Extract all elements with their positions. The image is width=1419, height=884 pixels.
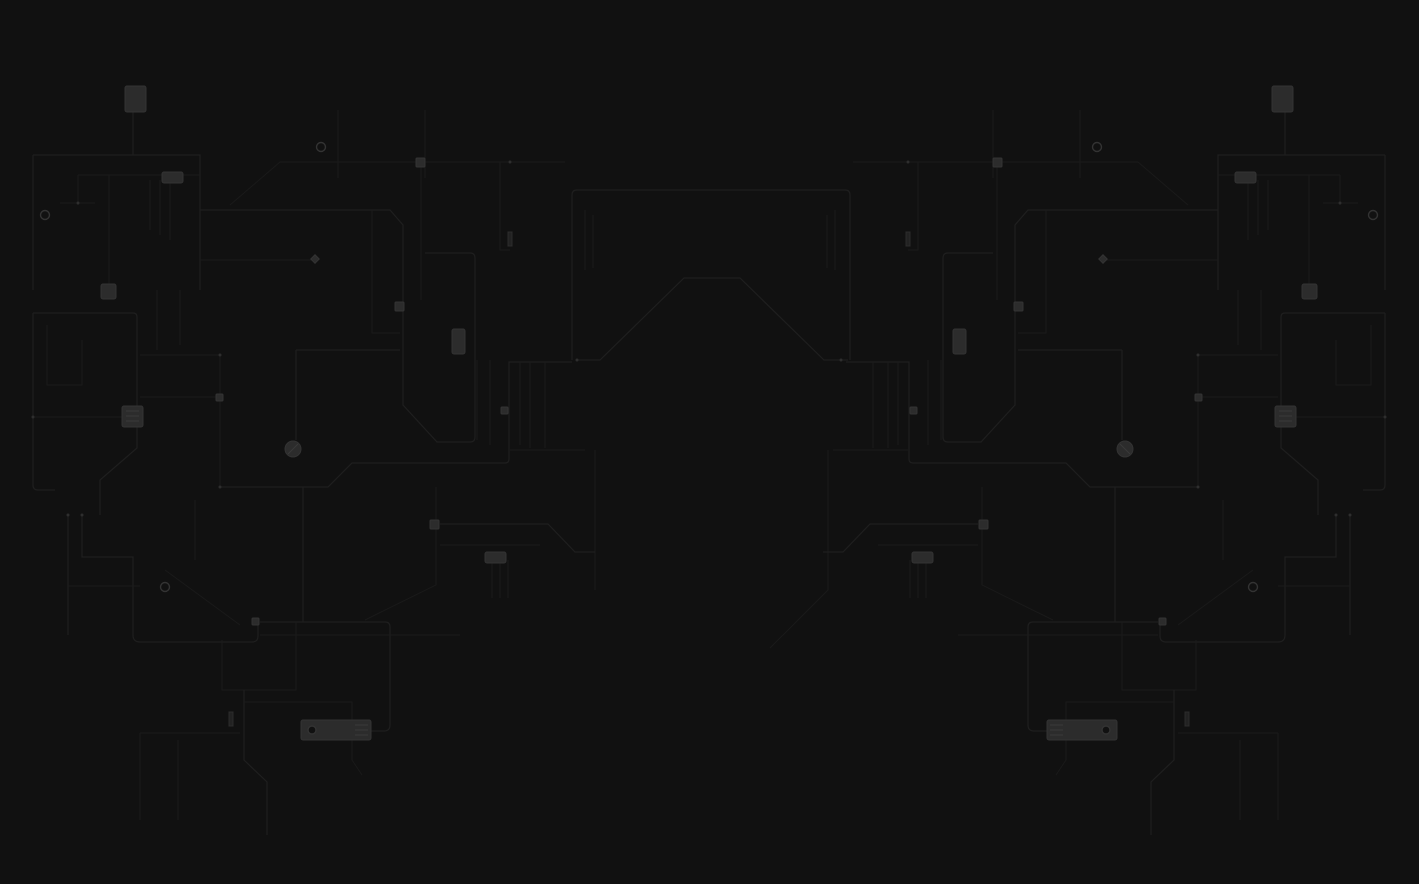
central-bus-frame [571, 189, 851, 649]
capacitor-icon [1184, 711, 1190, 727]
circuit-right-half [823, 85, 1387, 835]
capacitor-icon [952, 328, 967, 355]
via-icon [315, 141, 327, 153]
chip-icon [215, 393, 224, 402]
chip-icon [124, 85, 147, 113]
chip-icon [1194, 393, 1203, 402]
chip-icon [1013, 301, 1024, 312]
chip-icon [415, 157, 426, 168]
grid-chip-icon [126, 410, 139, 422]
via-icon [159, 581, 171, 593]
via-icon [1367, 209, 1379, 221]
via-icon [1091, 141, 1103, 153]
port-connector-icon [300, 719, 372, 741]
connector-icon [1234, 171, 1257, 184]
chip-icon [1301, 283, 1318, 300]
chip-icon [429, 519, 440, 530]
chip-icon [394, 301, 405, 312]
connector-icon [484, 551, 507, 564]
chip-icon [1271, 85, 1294, 113]
chip-icon [100, 283, 117, 300]
port-connector-icon [1046, 719, 1118, 741]
via-icon [39, 209, 51, 221]
grid-chip-icon [1279, 410, 1292, 422]
connector-icon [911, 551, 934, 564]
diamond-pad-icon [310, 254, 320, 264]
chip-icon [992, 157, 1003, 168]
capacitor-icon [451, 328, 466, 355]
via-icon [1247, 581, 1259, 593]
circuit-left-half [31, 85, 595, 835]
capacitor-icon [507, 231, 513, 247]
capacitor-icon [228, 711, 234, 727]
chip-icon [978, 519, 989, 530]
diamond-pad-icon [1098, 254, 1108, 264]
chip-icon [251, 617, 260, 626]
capacitor-icon [905, 231, 911, 247]
chip-icon [1158, 617, 1167, 626]
chip-icon [909, 406, 918, 415]
chip-icon [500, 406, 509, 415]
connector-icon [161, 171, 184, 184]
